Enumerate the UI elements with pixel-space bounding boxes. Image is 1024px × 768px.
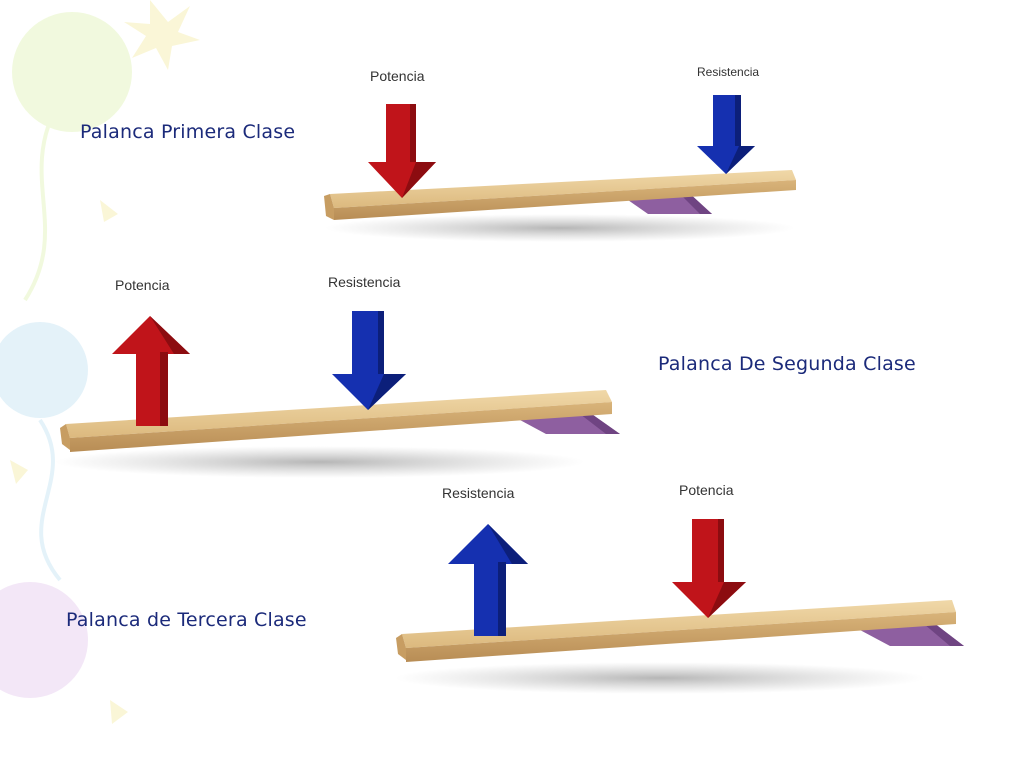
potencia-arrow (672, 519, 746, 618)
sparkle-decoration (110, 700, 128, 724)
resistencia-arrow (697, 95, 755, 174)
potencia-label: Potencia (370, 68, 425, 84)
balloon-blue (0, 322, 88, 418)
fulcrum (520, 410, 620, 434)
balloon-string (23, 109, 57, 302)
resistencia-arrow (332, 311, 406, 410)
potencia-arrow (368, 104, 436, 198)
plank (406, 612, 956, 662)
background-decoration (0, 0, 200, 724)
lever-third-class-caption: Palanca de Tercera Clase (66, 609, 307, 631)
resistencia-label: Resistencia (442, 485, 515, 501)
balloon-green (12, 12, 132, 132)
balloon-purple (0, 582, 88, 698)
potencia-label: Potencia (679, 482, 734, 498)
sparkle-decoration (10, 460, 28, 484)
plank-top (66, 390, 612, 438)
potencia-arrow (112, 316, 190, 426)
plank (334, 180, 796, 220)
plank-top (402, 600, 956, 648)
plank-shadow (395, 662, 925, 694)
potencia-label: Potencia (115, 277, 170, 293)
balloon-string (38, 418, 62, 582)
plank-top (330, 170, 796, 208)
lever-first-class-caption: Palanca Primera Clase (80, 121, 296, 143)
resistencia-arrow (448, 524, 528, 636)
resistencia-label: Resistencia (328, 274, 401, 290)
plank (70, 402, 612, 452)
lever-second-class (55, 311, 620, 478)
sun-decoration (124, 0, 200, 70)
resistencia-label: Resistencia (697, 65, 760, 79)
lever-second-class-caption: Palanca De Segunda Clase (658, 353, 916, 375)
lever-first-class (324, 95, 796, 242)
plank-shadow (325, 214, 795, 242)
sparkle-decoration (100, 200, 118, 222)
lever-third-class (395, 519, 964, 694)
plank-shadow (55, 446, 585, 478)
